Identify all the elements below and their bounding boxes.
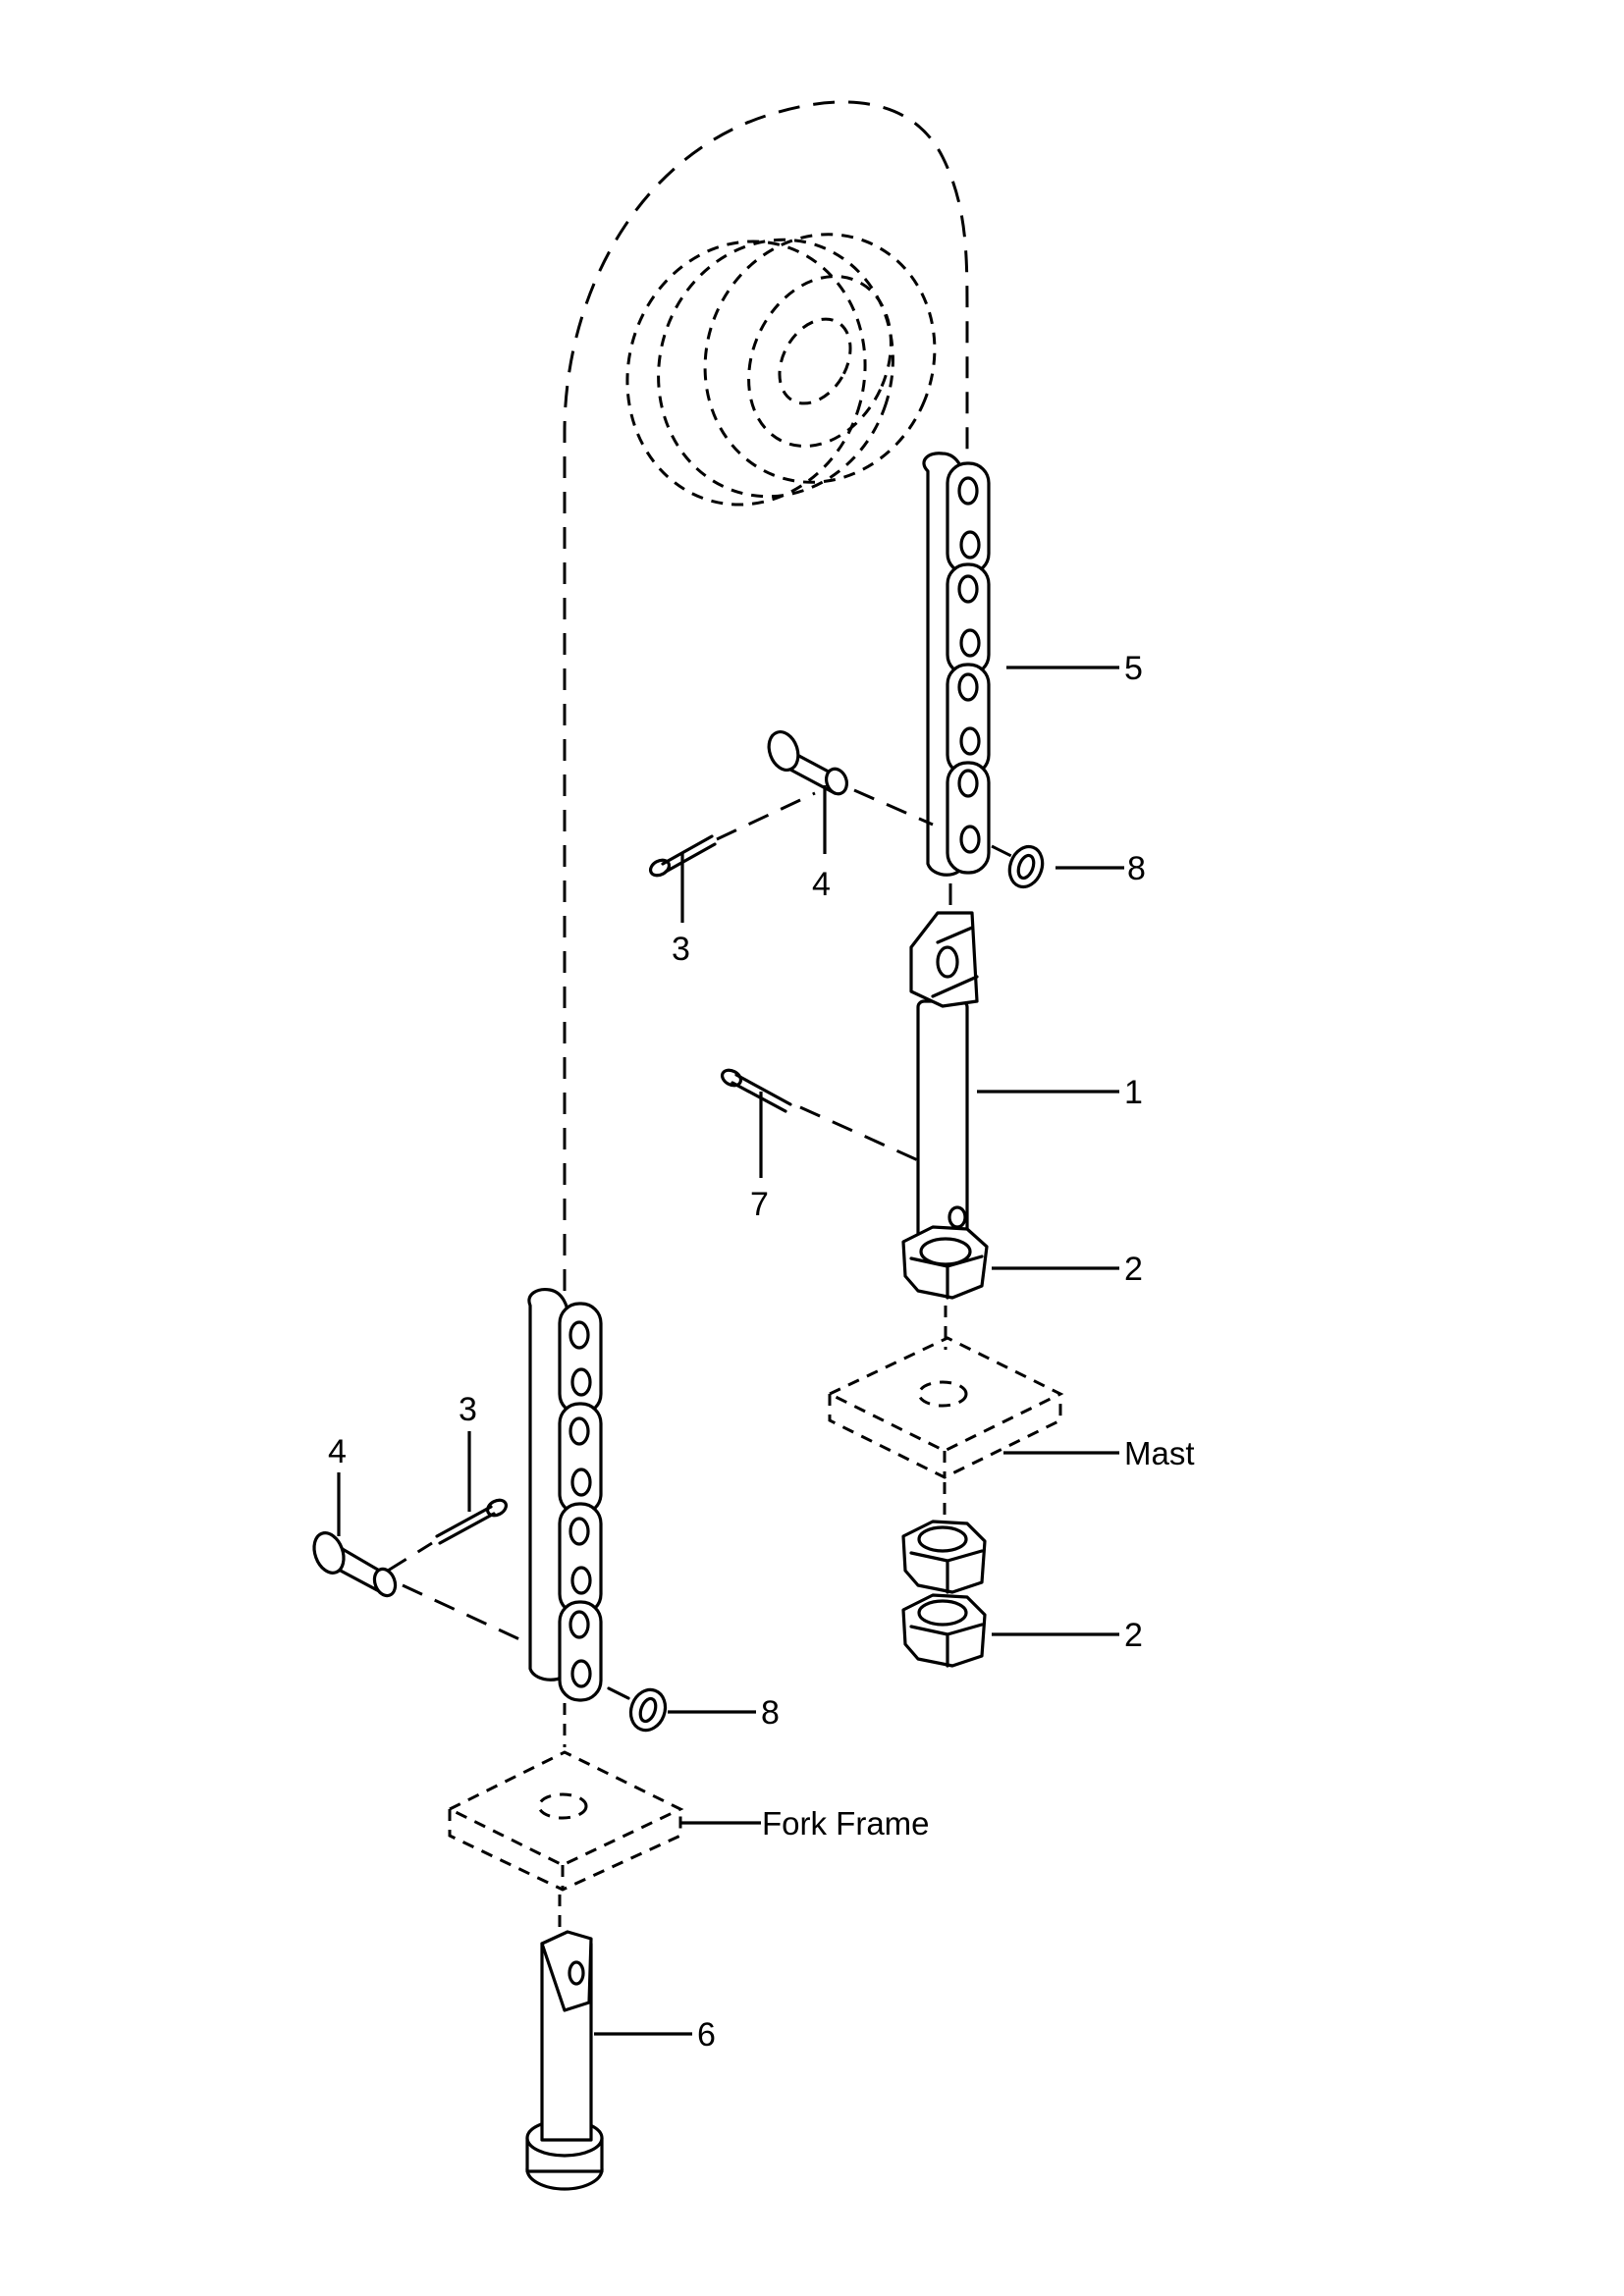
callout-mast: Mast <box>1124 1435 1195 1471</box>
callout-8-lower: 8 <box>761 1694 780 1732</box>
hex-nut-upper <box>901 1225 989 1350</box>
washer-lower <box>607 1686 668 1733</box>
callout-2-upper: 2 <box>1124 1251 1143 1288</box>
callout-8-upper: 8 <box>1127 850 1146 887</box>
chain-link-plate <box>946 663 991 776</box>
anchor-bolt-mast <box>909 911 979 1254</box>
washer-upper <box>991 844 1045 889</box>
cotter-pin-upper <box>648 834 717 878</box>
callout-5: 5 <box>1124 650 1143 687</box>
assembly-line <box>853 788 934 827</box>
chain-link-plate <box>558 1302 603 1415</box>
assembly-line <box>716 791 816 841</box>
lift-chain-upper <box>922 452 991 877</box>
chain-link-plate <box>558 1600 603 1702</box>
chain-link-plate <box>558 1402 603 1516</box>
chain-link-plate <box>946 761 991 875</box>
callout-7: 7 <box>750 1186 769 1223</box>
callout-1: 1 <box>1124 1074 1143 1111</box>
chain-path-dashed <box>563 100 969 1291</box>
hex-nut-lower-a <box>901 1520 987 1594</box>
callout-fork-frame: Fork Frame <box>762 1805 930 1842</box>
callout-3-upper: 3 <box>672 931 690 968</box>
hex-nut-lower-b <box>901 1593 987 1668</box>
cotter-pin-7 <box>720 1068 919 1162</box>
chain-link-plate <box>946 461 991 575</box>
cotter-pin-lower <box>387 1498 509 1573</box>
callout-2-lower: 2 <box>1124 1617 1143 1654</box>
callout-3-lower: 3 <box>459 1391 477 1428</box>
callout-4-upper: 4 <box>812 866 831 903</box>
chain-link-plate <box>946 562 991 676</box>
callout-6: 6 <box>697 2016 716 2054</box>
lift-chain-lower <box>527 1288 603 1702</box>
mast-plate <box>826 1336 1064 1522</box>
callout-4-lower: 4 <box>328 1433 347 1470</box>
fork-frame-plate <box>446 1750 684 1939</box>
chain-link-plate <box>558 1502 603 1616</box>
clevis-pin-lower <box>312 1531 398 1598</box>
sheave-pulley <box>625 233 937 507</box>
anchor-fork-frame <box>525 1930 604 2191</box>
assembly-line <box>402 1583 531 1646</box>
leader-lines <box>337 666 1124 2036</box>
clevis-pin-upper <box>767 730 848 796</box>
